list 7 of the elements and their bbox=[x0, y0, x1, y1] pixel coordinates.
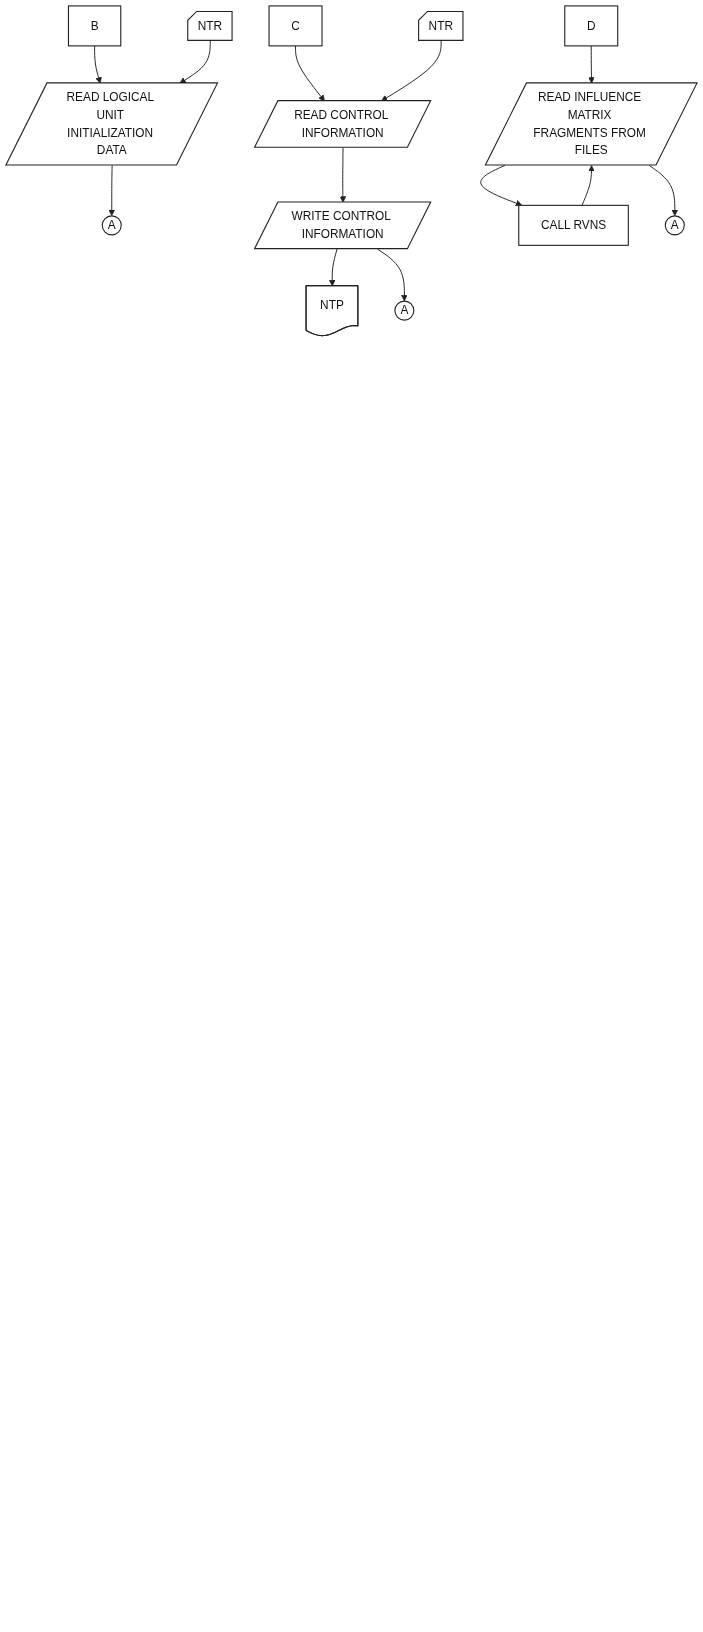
node-box: D bbox=[564, 5, 619, 47]
node-circle: A bbox=[394, 300, 415, 321]
node-box: CALL RVNS bbox=[518, 204, 629, 246]
node-box: C bbox=[268, 5, 323, 47]
node-circle: A bbox=[101, 215, 122, 236]
node-circle: A bbox=[664, 215, 685, 236]
node-box: B bbox=[67, 5, 122, 47]
